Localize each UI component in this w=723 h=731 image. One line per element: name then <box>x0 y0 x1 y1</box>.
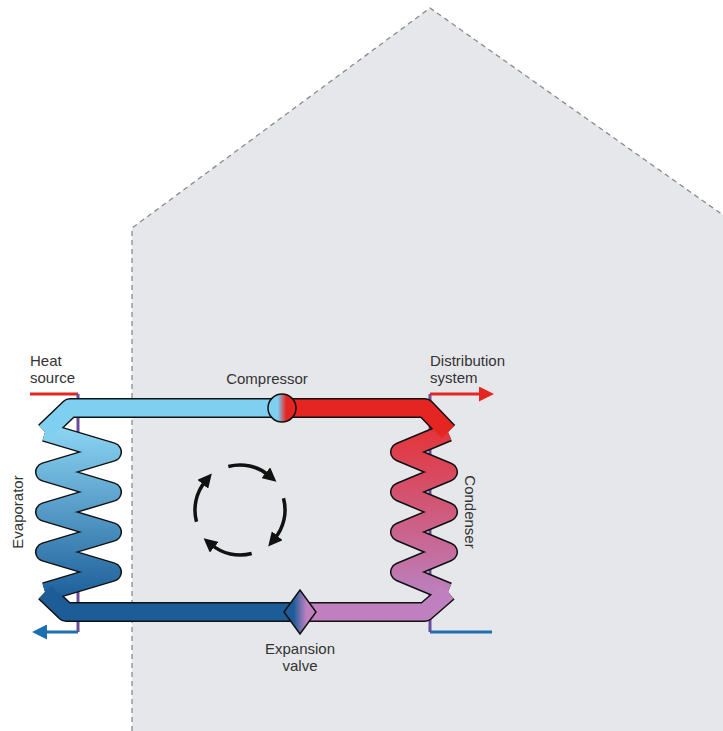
suction-pipe <box>45 408 282 432</box>
part-label: Expansion valve <box>255 640 345 674</box>
house-outline <box>132 8 723 731</box>
house-ground <box>132 8 723 731</box>
liquid-pipe <box>300 592 448 612</box>
compressor-symbol <box>268 394 296 422</box>
discharge-pipe <box>282 408 448 432</box>
distribution-arrow <box>430 393 482 396</box>
heat-source-arrow <box>44 631 78 634</box>
return-pipe <box>45 592 300 612</box>
expansion-valve-symbol <box>284 590 316 634</box>
part-label: Heat source <box>30 352 92 386</box>
pipe-outline <box>45 408 448 612</box>
heat-source-line <box>30 393 78 396</box>
part-label: Compressor <box>207 370 327 387</box>
part-label: Condenser <box>462 475 479 548</box>
circulation-arrows <box>195 465 285 555</box>
part-label: Evaporator <box>9 475 26 548</box>
condenser-coil <box>400 432 448 592</box>
evaporator-coil <box>45 432 112 592</box>
part-label: Distribution system <box>430 352 530 386</box>
distribution-line <box>430 631 492 634</box>
